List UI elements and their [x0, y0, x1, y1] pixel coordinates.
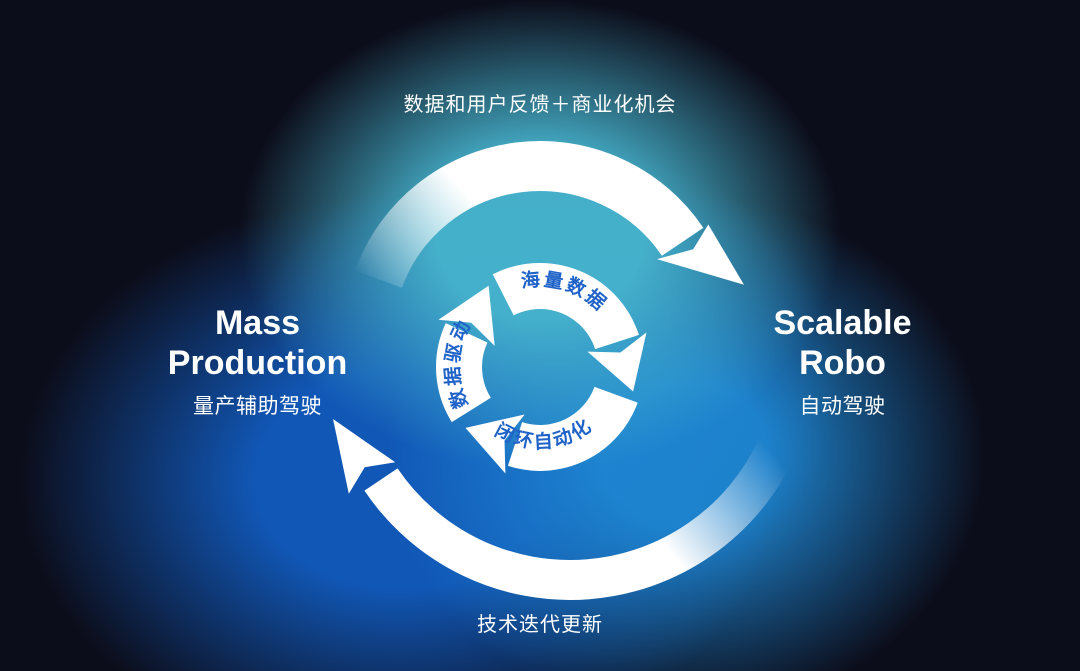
mass-production-title-line2: Production — [167, 344, 348, 382]
inner-ring-segment-top — [492, 263, 639, 350]
mass-production-title-line1: Mass — [214, 304, 301, 342]
inner-cycle-ring — [436, 263, 647, 474]
mass-production-block: Mass Production 量产辅助驾驶 — [140, 303, 375, 420]
scalable-robo-title-line2: Robo — [799, 344, 886, 382]
inner-ring-segment-left — [436, 323, 492, 423]
outer-arc-top-band — [354, 141, 704, 289]
outer-arc-top — [354, 141, 744, 289]
mass-production-subtitle: 量产辅助驾驶 — [193, 395, 322, 418]
scalable-robo-block: Scalable Robo 自动驾驶 — [725, 303, 960, 420]
outer-arc-bottom-band — [364, 439, 795, 600]
inner-ring-arrowhead-right-icon — [587, 332, 647, 392]
scalable-robo-subtitle: 自动驾驶 — [799, 395, 886, 418]
scalable-robo-title-line1: Scalable — [773, 304, 912, 342]
outer-arc-bottom — [333, 419, 795, 600]
top-caption: 数据和用户反馈＋商业化机会 — [403, 94, 677, 116]
inner-ring-segment-bottom — [507, 385, 638, 471]
mass-production-title: Mass Production — [140, 303, 375, 383]
scalable-robo-title: Scalable Robo — [725, 303, 960, 383]
inner-ring-arrowhead-top-left-icon — [438, 285, 495, 346]
outer-arc-top-arrowhead-icon — [656, 224, 744, 285]
inner-ring-arrowhead-bottom-left-icon — [465, 414, 525, 474]
bottom-caption: 技术迭代更新 — [477, 614, 603, 636]
outer-arc-bottom-arrowhead-icon — [333, 419, 396, 494]
